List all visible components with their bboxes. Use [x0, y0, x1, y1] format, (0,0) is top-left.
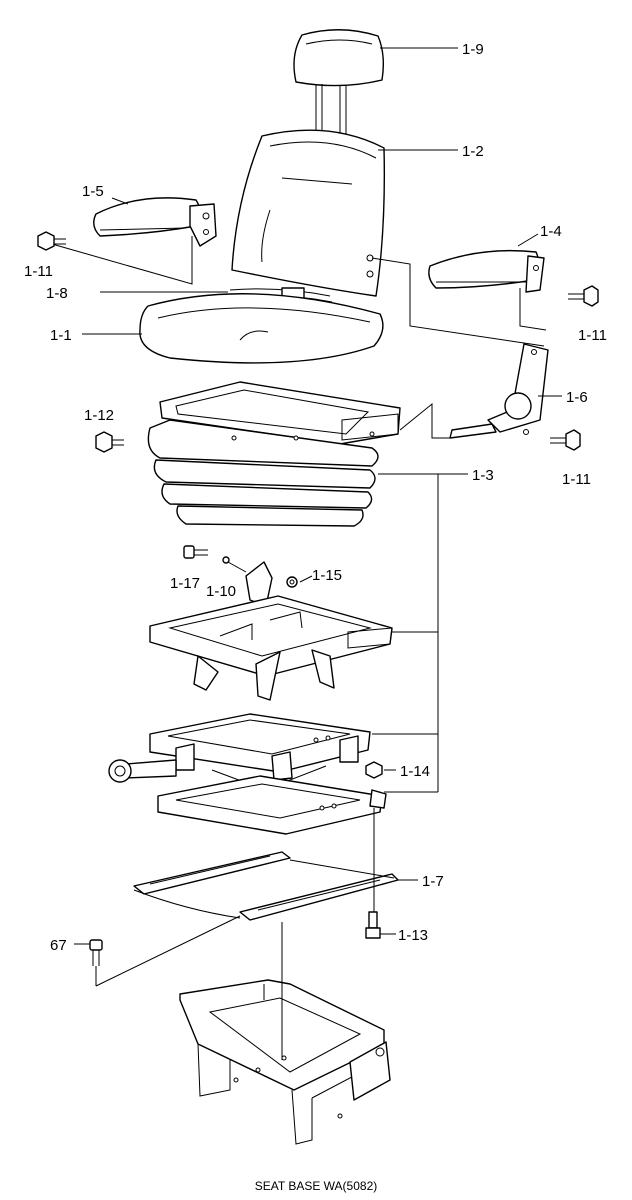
- label-67: 67: [50, 937, 67, 954]
- bolt-1-11-left[interactable]: [37, 231, 66, 251]
- label-1-12: 1-12: [84, 407, 114, 424]
- seat-cushion-part[interactable]: [139, 293, 384, 364]
- slide-rail-part[interactable]: [133, 851, 399, 921]
- suspension-part[interactable]: [147, 381, 401, 527]
- bolt-1-17-part[interactable]: [183, 545, 208, 559]
- bolt-1-11-right-top[interactable]: [568, 285, 599, 307]
- leader-lines: [51, 47, 562, 1060]
- right-armrest-part[interactable]: [428, 249, 545, 293]
- lever-bracket-part[interactable]: [449, 343, 549, 439]
- label-1-3: 1-3: [472, 467, 494, 484]
- label-1-15: 1-15: [312, 567, 342, 584]
- lower-frame-assembly[interactable]: [108, 713, 387, 835]
- label-1-2: 1-2: [462, 143, 484, 160]
- label-1-14: 1-14: [400, 763, 430, 780]
- label-1-6: 1-6: [566, 389, 588, 406]
- label-1-13: 1-13: [398, 927, 428, 944]
- label-1-7: 1-7: [422, 873, 444, 890]
- backrest-part[interactable]: [231, 129, 386, 297]
- bolt-67-part[interactable]: [89, 939, 103, 966]
- left-armrest-part[interactable]: [93, 197, 217, 247]
- bolt-1-11-right-bottom[interactable]: [550, 429, 581, 451]
- label-1-8: 1-8: [46, 285, 68, 302]
- upper-frame-assembly[interactable]: [149, 561, 393, 701]
- label-1-11-right-top: 1-11: [578, 327, 607, 344]
- nut-1-15-part[interactable]: [286, 576, 298, 588]
- label-1-9: 1-9: [462, 41, 484, 58]
- headrest-part[interactable]: [293, 29, 385, 136]
- part-labels: 1-9 1-2 1-5 1-4 1-11 1-8 1-1 1-11 1-6 1-…: [24, 41, 607, 954]
- bolt-1-13-part[interactable]: [365, 911, 381, 939]
- nut-1-14-part[interactable]: [365, 761, 383, 779]
- diagram-caption: SEAT BASE WA(5082): [255, 1179, 378, 1193]
- label-1-4: 1-4: [540, 223, 562, 240]
- seat-base-box-part[interactable]: [179, 979, 391, 1145]
- label-1-10: 1-10: [206, 583, 236, 600]
- label-1-5: 1-5: [82, 183, 104, 200]
- washer-1-10-part[interactable]: [222, 556, 230, 564]
- bolt-1-12[interactable]: [95, 431, 124, 453]
- label-1-11-left: 1-11: [24, 263, 53, 280]
- label-1-17: 1-17: [170, 575, 200, 592]
- label-1-1: 1-1: [50, 327, 72, 344]
- label-1-11-right-bottom: 1-11: [562, 471, 591, 488]
